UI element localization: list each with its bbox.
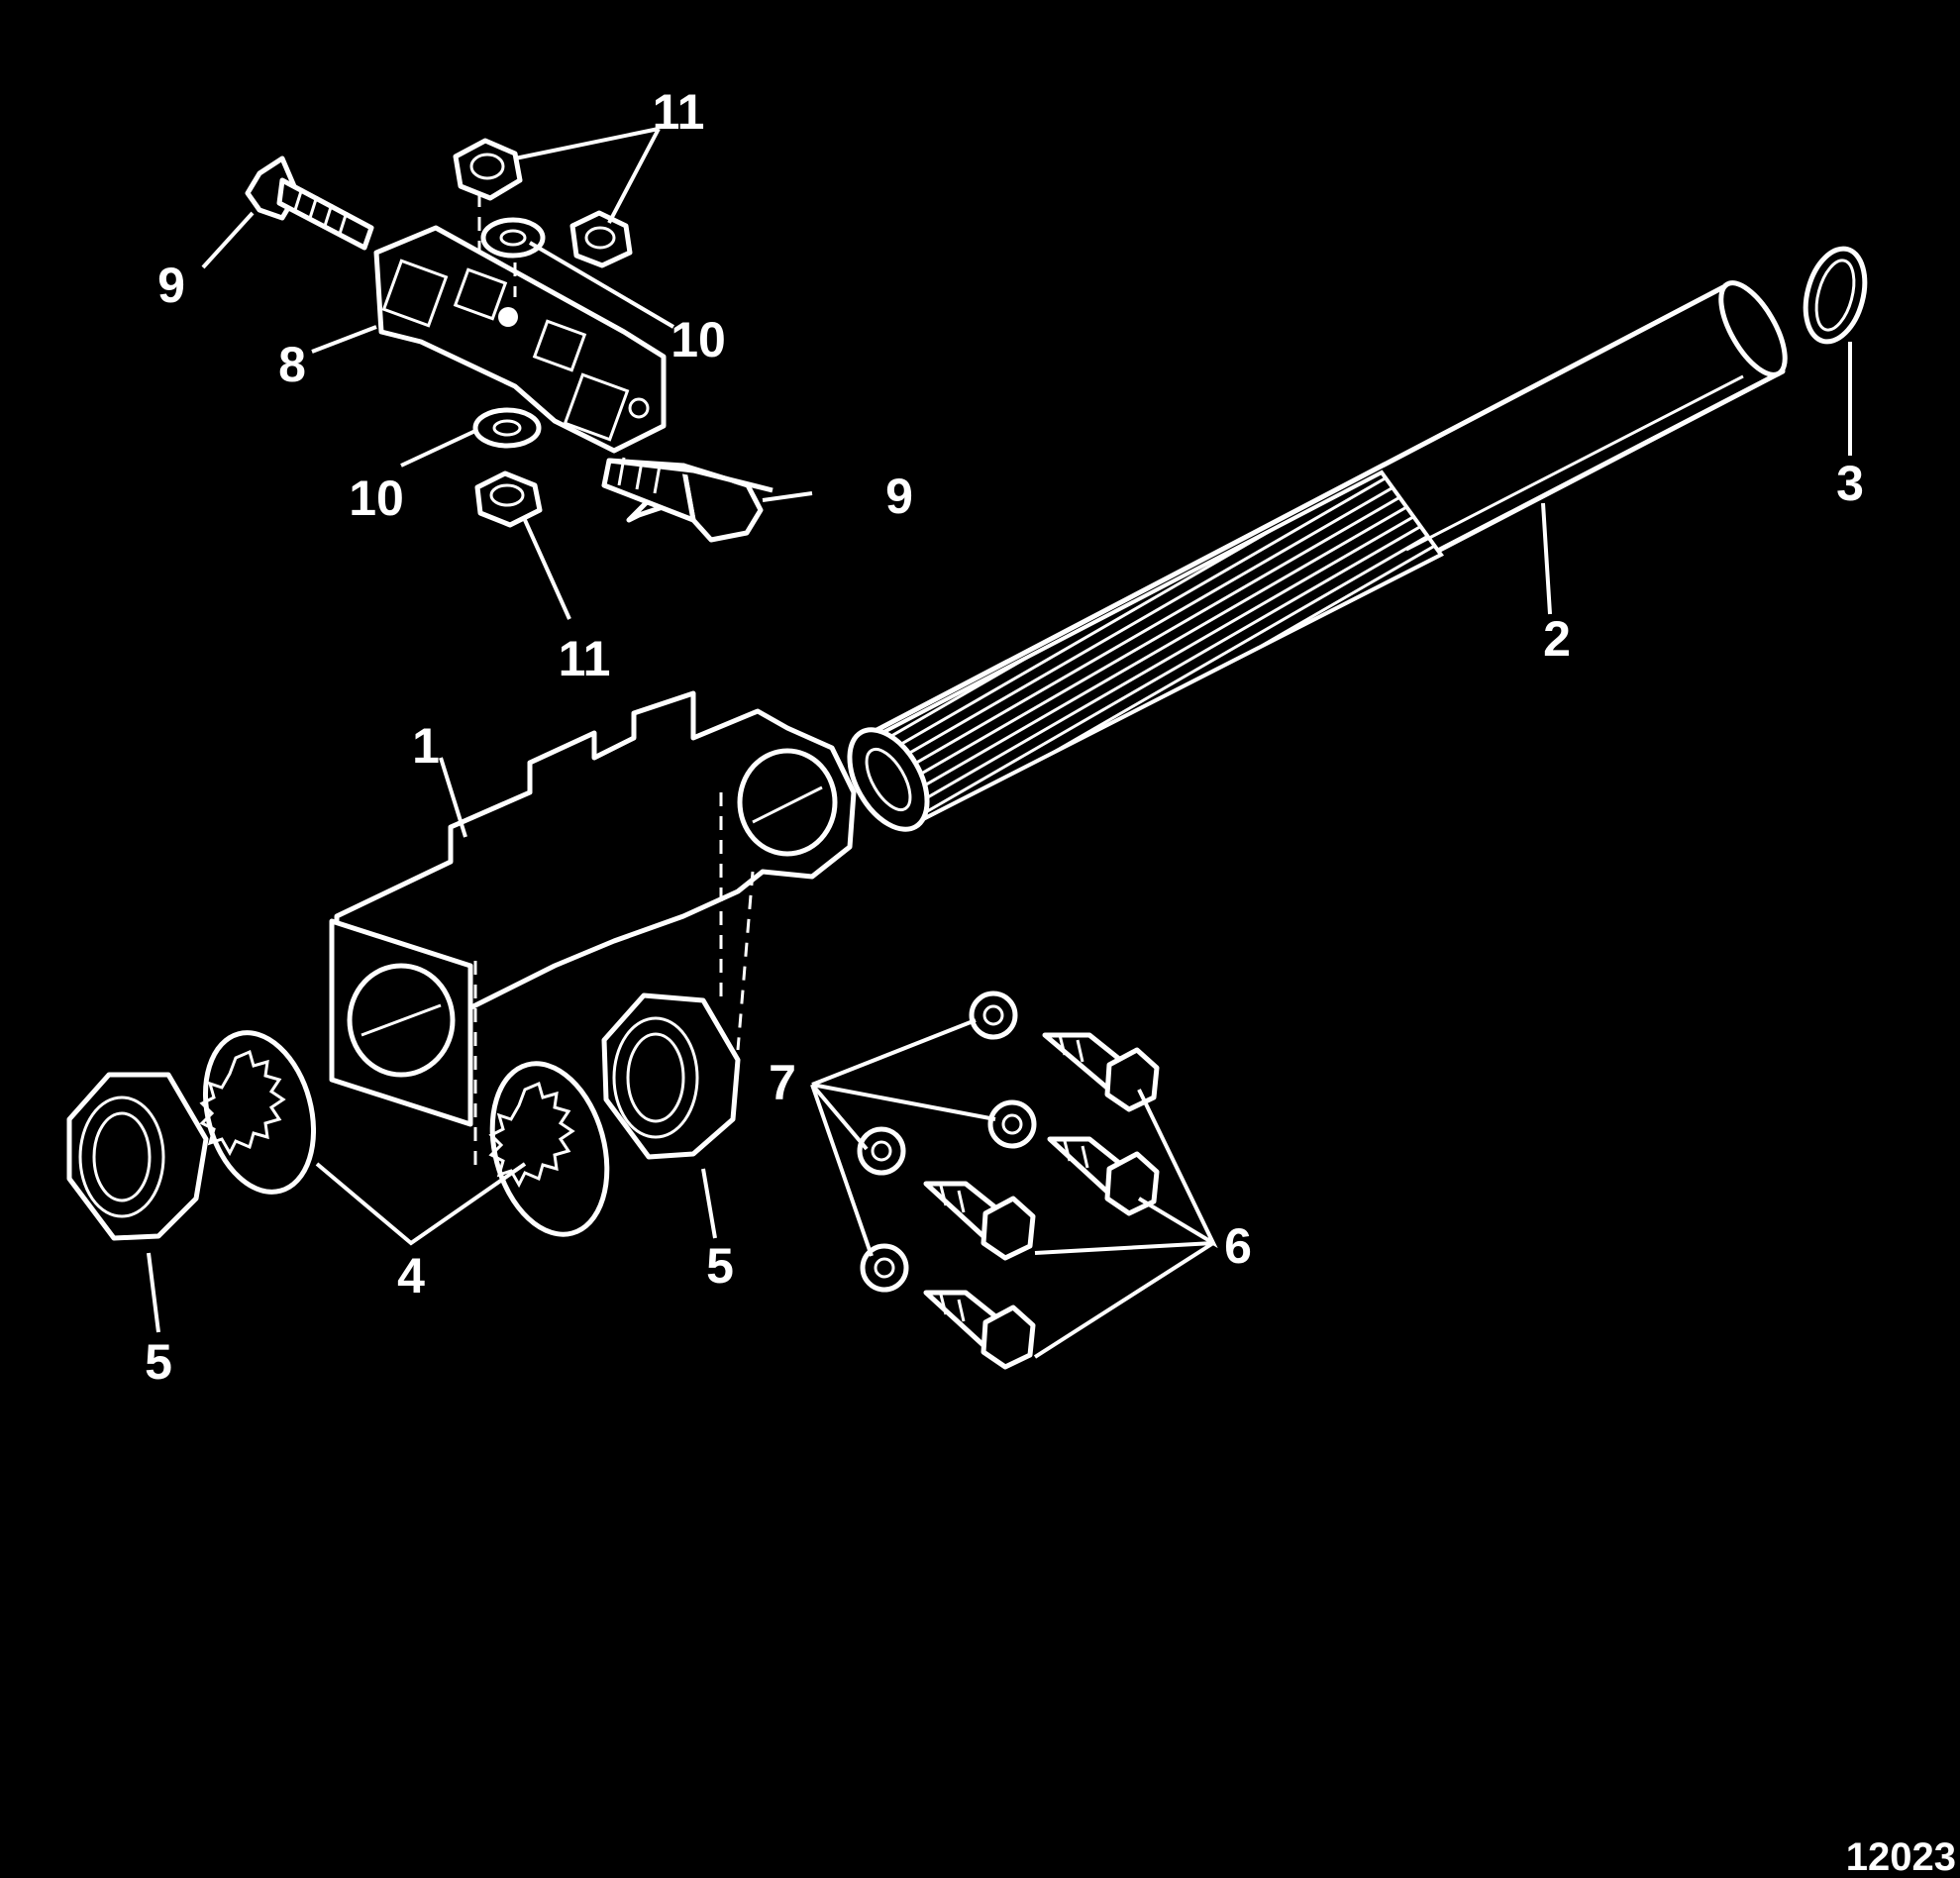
small-lockwasher-4-part [860, 1243, 909, 1293]
callout-6-label: 6 [1224, 1218, 1252, 1274]
callout-11-bottom-label: 11 [559, 631, 611, 686]
jam-nut-left-part [66, 1072, 209, 1241]
callout-10-right-label: 10 [671, 312, 726, 367]
screw-4-part [923, 1290, 1036, 1370]
screw-1-part [1042, 1032, 1160, 1112]
callout-11-top-label: 11 [653, 84, 705, 140]
leader-lines [147, 127, 1852, 1359]
star-lockwasher-right-part [488, 1061, 610, 1237]
jam-nut-right-part [601, 992, 741, 1160]
callout-5-left-label: 5 [145, 1334, 172, 1390]
clamp-bolt-lower-part [601, 457, 774, 543]
clamp-locknut-lower-part [474, 470, 543, 528]
star-lockwasher-left-part [199, 1030, 317, 1195]
callout-9-right-label: 9 [885, 469, 913, 524]
clamp-block-part [373, 225, 667, 454]
mounting-bracket-part [329, 690, 857, 1169]
figure-number: 12023 [1846, 1835, 1956, 1878]
clamp-locknut-upper-left-part [453, 138, 523, 201]
callout-7-label: 7 [769, 1055, 796, 1110]
screw-2-part [1047, 1136, 1160, 1216]
screw-3-part [923, 1181, 1036, 1261]
clamp-locknut-upper-right-part [569, 210, 633, 268]
small-lockwasher-2-part [987, 1099, 1037, 1149]
small-lockwasher-3-part [857, 1126, 906, 1176]
o-ring-part [1803, 246, 1868, 345]
clamp-bolt-upper-part [245, 156, 374, 251]
clamp-washer-upper-part [480, 217, 546, 259]
callout-9-left-label: 9 [157, 258, 185, 313]
callout-4-label: 4 [397, 1248, 425, 1304]
callout-5-right-label: 5 [706, 1238, 734, 1294]
callout-10-left-label: 10 [349, 470, 404, 526]
callout-8-label: 8 [278, 337, 306, 392]
callout-2-label: 2 [1543, 611, 1571, 667]
callout-3-label: 3 [1836, 456, 1864, 511]
clamp-washer-lower-part [472, 407, 542, 449]
callout-1-label: 1 [412, 718, 440, 774]
threaded-tube-part [847, 280, 1788, 832]
small-lockwasher-1-part [969, 991, 1018, 1040]
